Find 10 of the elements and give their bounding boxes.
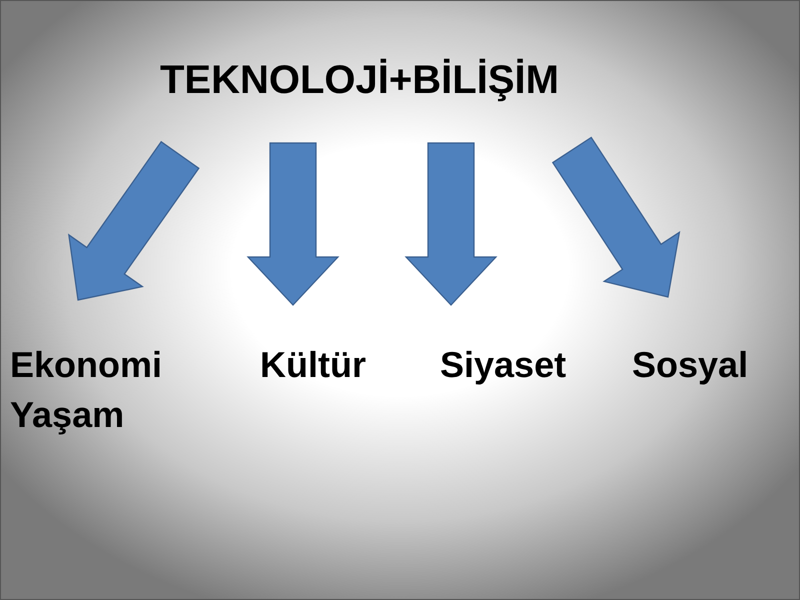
block-arrow xyxy=(552,136,680,298)
category-label: Siyaset xyxy=(440,344,566,386)
block-arrow xyxy=(68,140,200,301)
category-label: Kültür xyxy=(260,344,366,386)
title-text: TEKNOLOJİ+BİLİŞİM xyxy=(160,58,559,103)
category-label: Ekonomi xyxy=(10,344,162,386)
category-label: Yaşam xyxy=(10,394,124,436)
block-arrow xyxy=(246,142,340,306)
block-arrow xyxy=(404,142,498,306)
category-label: Sosyal xyxy=(632,344,748,386)
